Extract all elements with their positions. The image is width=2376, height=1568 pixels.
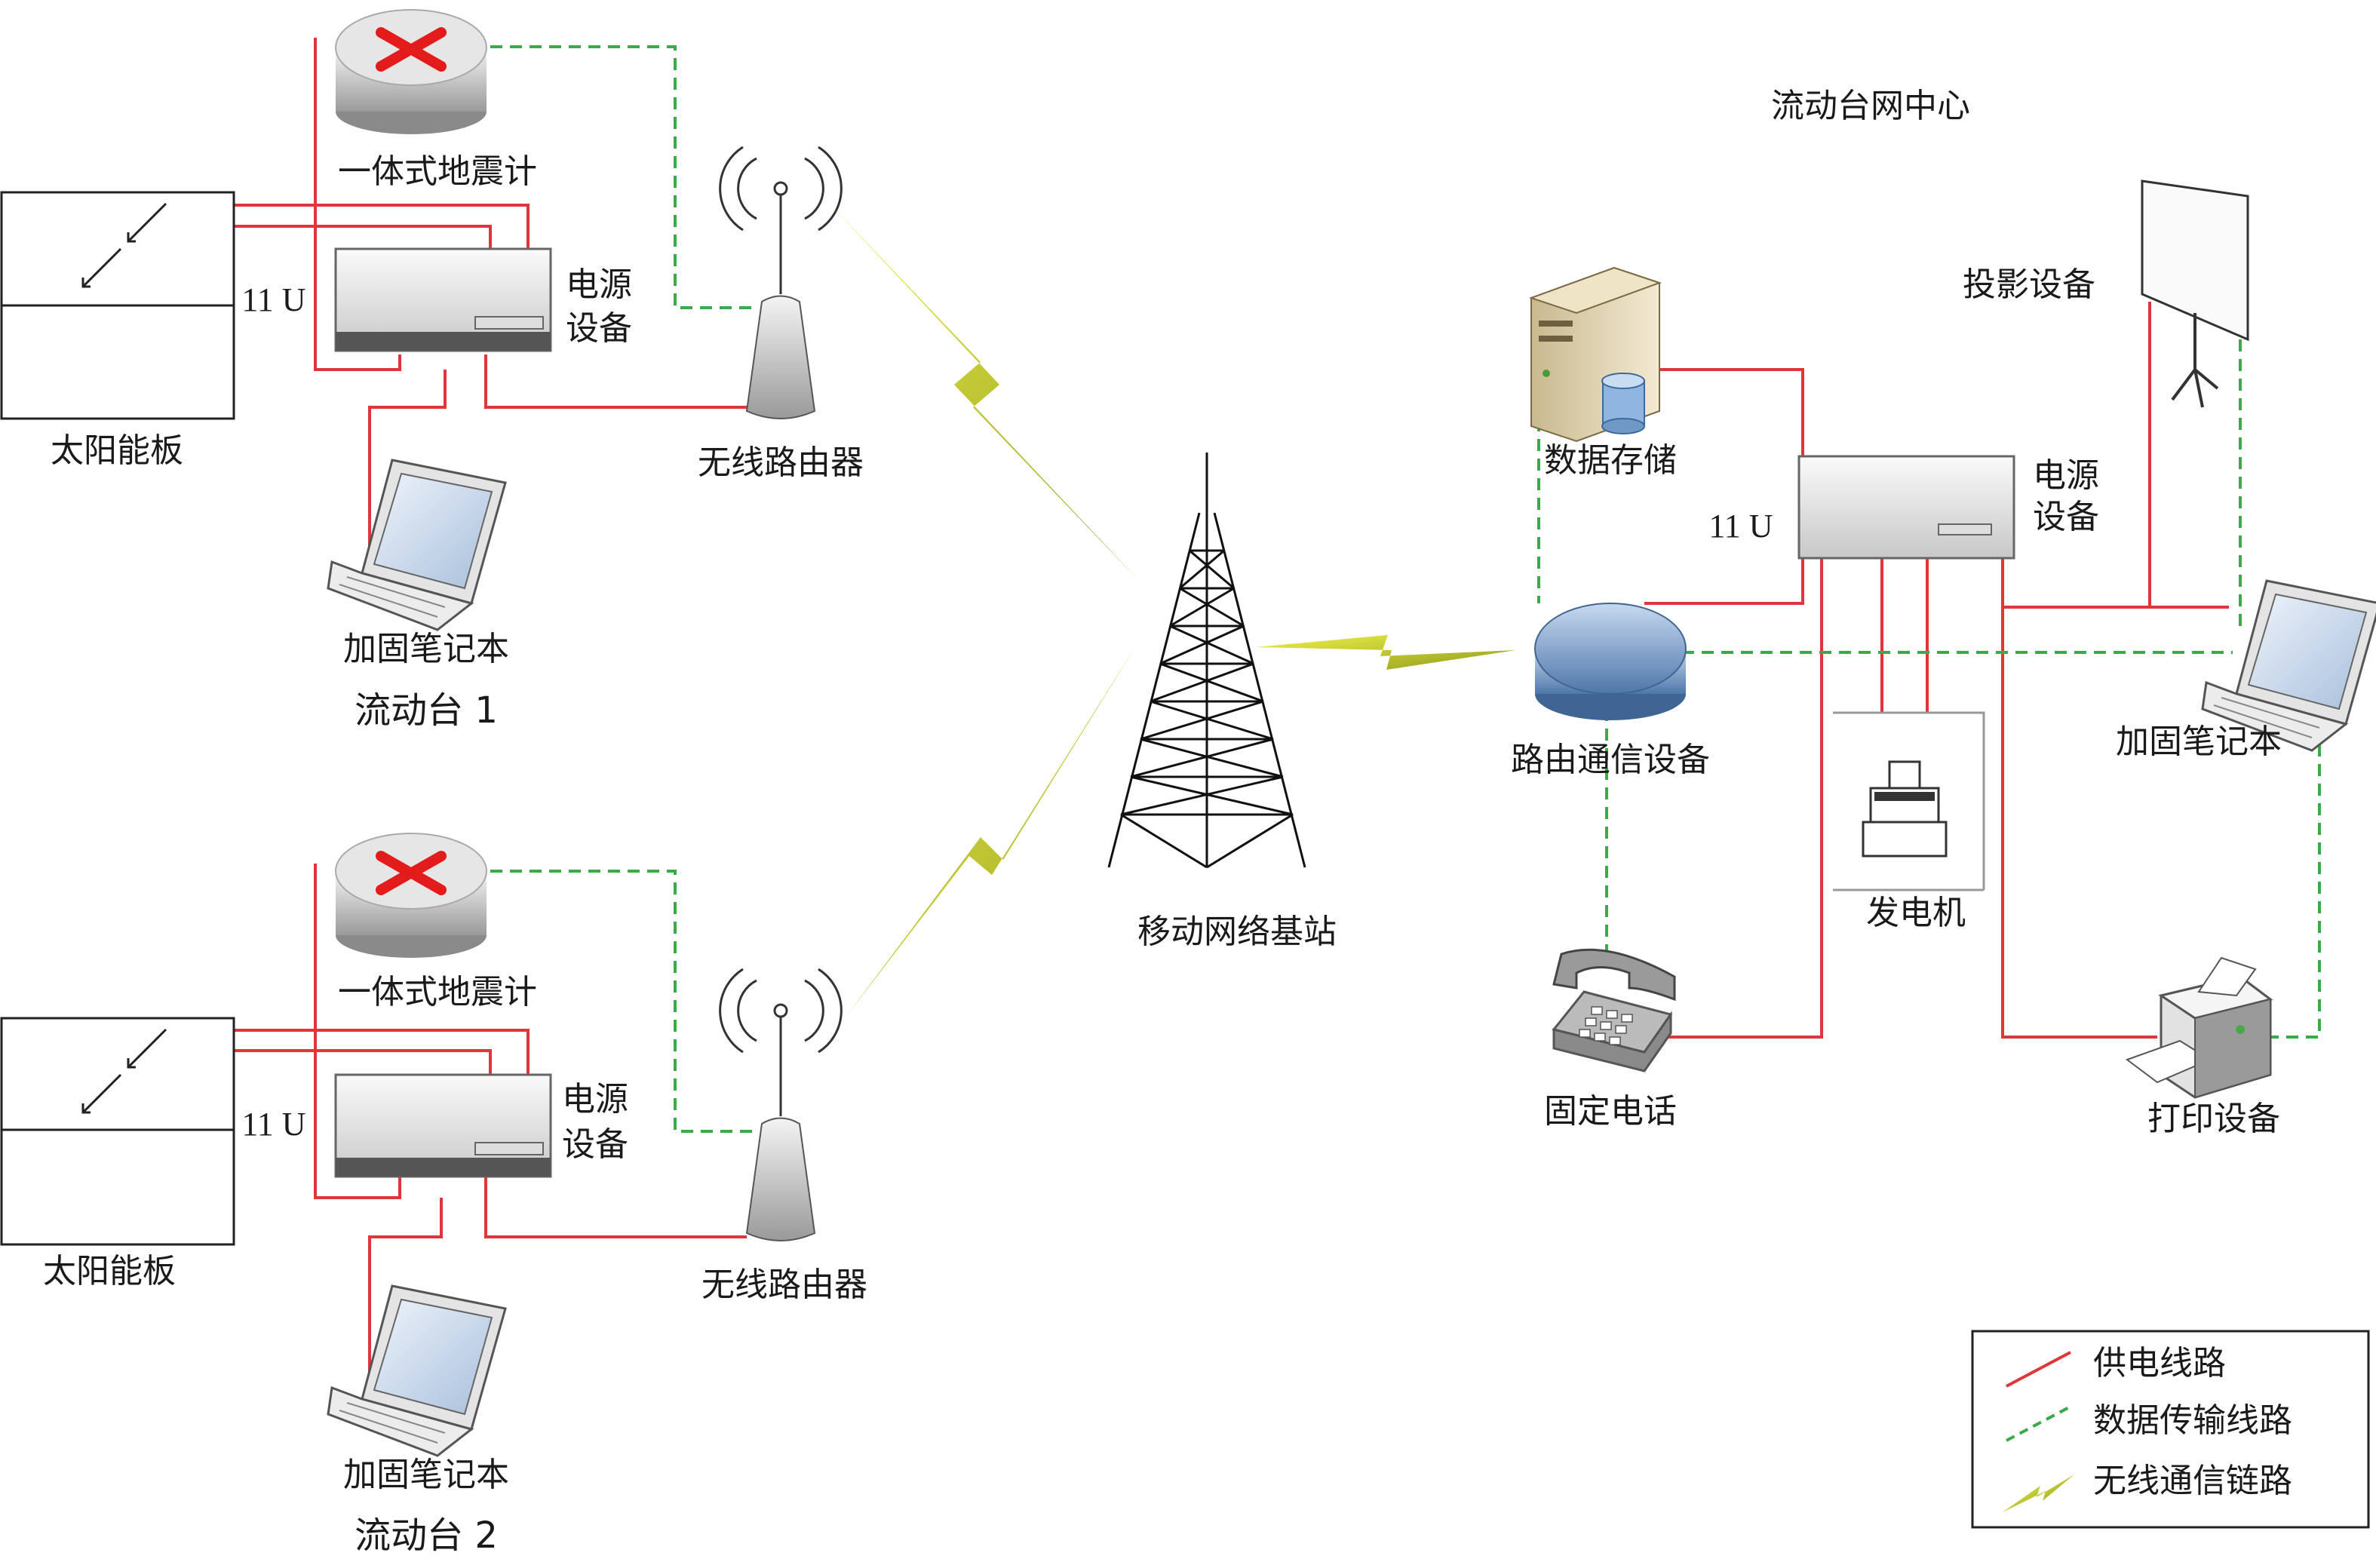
legend-power-swatch [2006, 1351, 2071, 1388]
station2-router-label: 无线路由器 [701, 1266, 867, 1304]
laptop-icon [327, 459, 507, 631]
station2-power-label-1: 电源 [562, 1080, 628, 1118]
router-label: 路由通信设备 [1511, 741, 1710, 779]
generator-icon [1833, 711, 1985, 891]
station1-router-label: 无线路由器 [698, 443, 864, 482]
legend-wireless-label: 无线通信链路 [2093, 1462, 2292, 1500]
wireless-bolt-icon [1256, 635, 1516, 670]
base-station-label: 移动网络基站 [1137, 913, 1337, 951]
center-data-lines [1537, 339, 2321, 1039]
database-icon [1601, 373, 1645, 434]
generator-label: 发电机 [1866, 894, 1966, 932]
station2-rack-units: 11 U [241, 1106, 305, 1143]
station1-power-label-1: 电源 [566, 265, 632, 304]
printer-icon [2125, 956, 2273, 1099]
station2-data-lines [490, 870, 754, 1133]
power-supply-icon [1797, 455, 2015, 560]
wireless-bolt-icon [826, 200, 1139, 581]
solar-panel-icon [0, 191, 235, 420]
laptop-icon [327, 1284, 507, 1457]
station2-title: 流动台 2 [355, 1514, 498, 1557]
center-laptop-label: 加固笔记本 [2116, 723, 2282, 761]
legend: 供电线路 数据传输线路 无线通信链路 [1971, 1330, 2370, 1529]
power-supply-icon [334, 247, 552, 352]
projector-screen-icon [2141, 180, 2249, 408]
network-center: 流动台网中心 [1511, 87, 2376, 1138]
station-1: 一体式地震计 太阳能板 11 U 电源 设备 无线路由器 [0, 9, 864, 732]
solar-panel-icon [0, 1017, 235, 1246]
wireless-bolt-icon [845, 641, 1139, 1018]
wireless-router-icon [719, 146, 843, 419]
station2-solar-label: 太阳能板 [43, 1252, 176, 1290]
seismometer-icon [335, 833, 487, 958]
center-title: 流动台网中心 [1771, 87, 1970, 125]
station2-power-label-2: 设备 [562, 1125, 628, 1164]
legend-power-label: 供电线路 [2093, 1344, 2226, 1382]
station1-rack-units: 11 U [241, 281, 305, 318]
cell-tower-icon [1107, 453, 1306, 869]
center-rack-units: 11 U [1708, 508, 1773, 545]
center-power-label-1: 电源 [2033, 456, 2099, 495]
station2-seismometer-label: 一体式地震计 [338, 973, 537, 1011]
legend-data-label: 数据传输线路 [2093, 1401, 2292, 1440]
station2-laptop-label: 加固笔记本 [343, 1456, 509, 1494]
center-power-label-2: 设备 [2033, 498, 2099, 536]
power-supply-icon [334, 1073, 552, 1178]
station1-solar-label: 太阳能板 [51, 431, 183, 470]
legend-data-swatch [2006, 1405, 2071, 1442]
station1-laptop-label: 加固笔记本 [343, 630, 509, 668]
projector-label: 投影设备 [1963, 265, 2095, 304]
station1-power-label-2: 设备 [566, 309, 632, 348]
wireless-links [826, 200, 1516, 1018]
router-icon [1534, 603, 1687, 720]
station1-seismometer-label: 一体式地震计 [338, 152, 537, 191]
station1-data-lines [490, 45, 754, 309]
seismometer-icon [335, 9, 487, 134]
telephone-icon [1552, 948, 1676, 1072]
wireless-router-icon [719, 968, 843, 1241]
telephone-label: 固定电话 [1544, 1092, 1677, 1131]
station-2: 一体式地震计 太阳能板 11 U 电源 设备 无线路由器 [0, 833, 867, 1557]
server-icon [1528, 266, 1662, 443]
data-storage-label: 数据存储 [1544, 441, 1677, 480]
laptop-icon [2201, 579, 2376, 752]
legend-wireless-bolt-icon [2003, 1474, 2074, 1512]
station1-title: 流动台 1 [355, 689, 498, 732]
printer-label: 打印设备 [2147, 1100, 2280, 1138]
